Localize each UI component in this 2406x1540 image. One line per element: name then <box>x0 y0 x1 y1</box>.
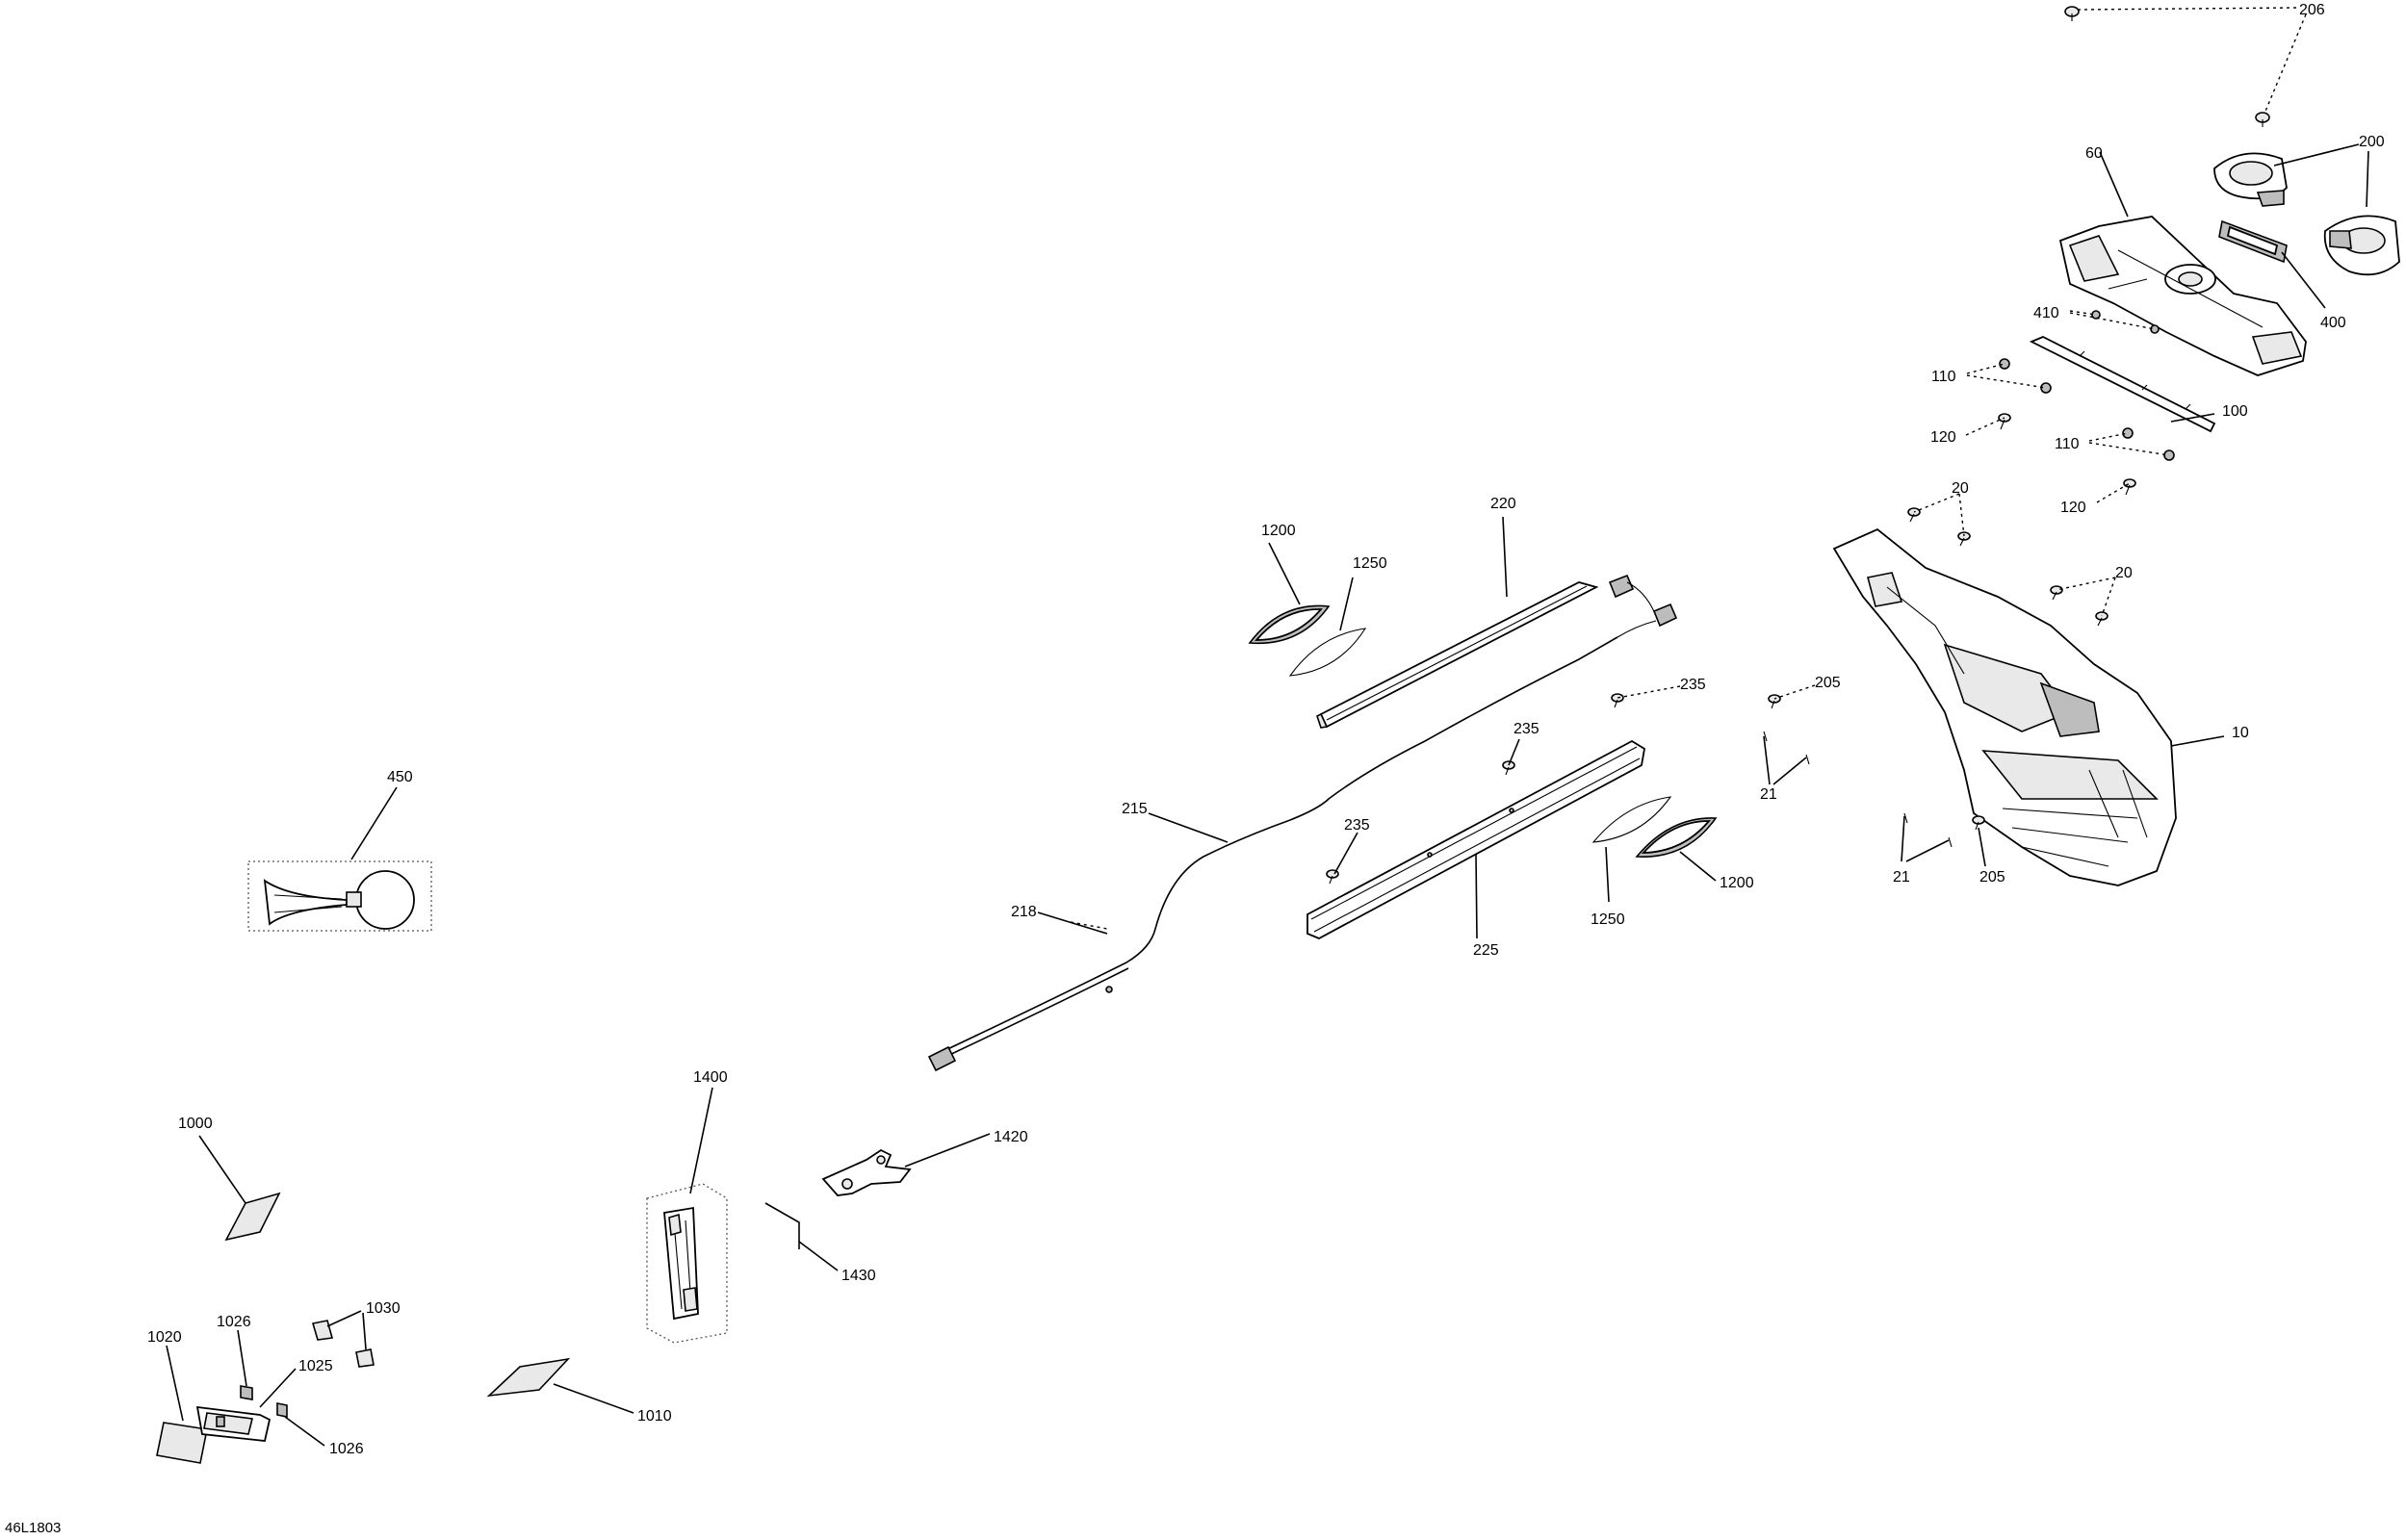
callout-235: 235 <box>1680 677 1706 693</box>
callout-410: 410 <box>2033 305 2059 321</box>
callout-235: 235 <box>1513 721 1539 737</box>
callout-200: 200 <box>2359 134 2385 150</box>
clip-1030 <box>311 1320 375 1368</box>
hex-key-1430 <box>764 1202 800 1249</box>
screw-205 <box>1768 694 1985 831</box>
lens-400 <box>2218 219 2288 264</box>
callout-1430: 1430 <box>841 1268 876 1284</box>
callout-120: 120 <box>2060 500 2086 516</box>
callout-400: 400 <box>2320 315 2346 331</box>
lens-1020 <box>156 1422 208 1464</box>
switch-1026 <box>240 1385 288 1418</box>
callout-20: 20 <box>1952 480 1969 497</box>
callout-1026: 1026 <box>217 1314 251 1330</box>
lens-1250 <box>1288 628 1672 843</box>
callout-450: 450 <box>387 769 413 785</box>
nut-410 <box>2091 310 2160 334</box>
console-60 <box>2058 216 2307 376</box>
light-bar-220 <box>1316 581 1599 729</box>
callout-1025: 1025 <box>298 1358 333 1374</box>
horn-450 <box>247 860 432 932</box>
callout-205: 205 <box>1815 675 1841 691</box>
nut-110 <box>1999 358 2175 461</box>
callout-1030: 1030 <box>366 1300 401 1317</box>
callout-1200: 1200 <box>1261 523 1296 539</box>
callout-100: 100 <box>2222 403 2248 420</box>
leader-lines <box>166 7 2369 1447</box>
reflector-1000 <box>224 1192 281 1242</box>
callout-218: 218 <box>1011 904 1037 920</box>
screw-206 <box>2064 6 2270 127</box>
latch-1420 <box>821 1148 912 1196</box>
callout-1400: 1400 <box>693 1069 728 1086</box>
callout-110: 110 <box>1931 369 1956 385</box>
callout-1250: 1250 <box>1353 555 1387 572</box>
bracket-1400 <box>646 1183 728 1344</box>
callout-1420: 1420 <box>994 1129 1028 1145</box>
callout-labels: 206 200 60 400 410 110 100 120 110 120 2… <box>147 2 2385 1457</box>
harness-215 <box>927 574 1678 1072</box>
housing-200 <box>2213 152 2400 276</box>
callout-1020: 1020 <box>147 1329 182 1346</box>
lens-1200 <box>1248 604 1718 858</box>
panel-10 <box>1832 527 2177 886</box>
callout-60: 60 <box>2085 145 2103 162</box>
callout-10: 10 <box>2232 725 2249 741</box>
bracket-100 <box>2029 336 2216 433</box>
pin-21 <box>1763 731 1953 848</box>
callout-206: 206 <box>2299 2 2325 18</box>
callout-1250: 1250 <box>1591 911 1625 928</box>
callout-1010: 1010 <box>637 1408 672 1424</box>
callout-235: 235 <box>1344 817 1370 834</box>
callout-21: 21 <box>1893 869 1910 886</box>
callout-225: 225 <box>1473 942 1499 959</box>
callout-220: 220 <box>1490 496 1516 512</box>
callout-1200: 1200 <box>1720 875 1754 891</box>
light-bar-225 <box>1306 739 1645 939</box>
callout-1026: 1026 <box>329 1441 364 1457</box>
plate-1010 <box>486 1357 571 1398</box>
callout-205: 205 <box>1979 869 2005 886</box>
switch-panel-1025 <box>195 1405 272 1442</box>
callout-110: 110 <box>2055 436 2080 452</box>
callout-120: 120 <box>1930 429 1956 446</box>
screw-120 <box>1998 413 2136 496</box>
callout-20: 20 <box>2115 565 2133 581</box>
callout-215: 215 <box>1122 801 1148 817</box>
reference-code: 46L1803 <box>5 1520 61 1536</box>
callout-1000: 1000 <box>178 1116 213 1132</box>
callout-21: 21 <box>1760 786 1777 803</box>
